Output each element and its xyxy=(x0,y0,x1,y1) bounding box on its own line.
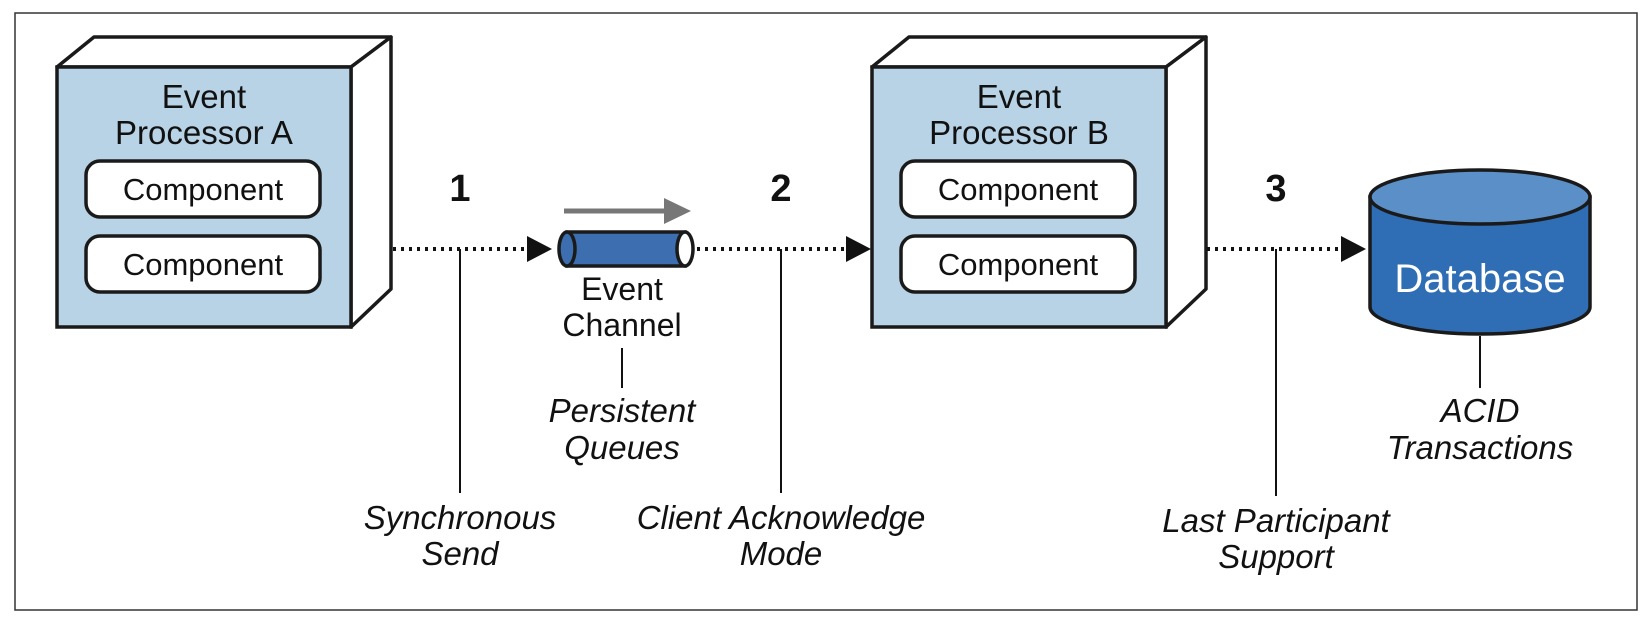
step-1-note-line2: Send xyxy=(421,535,500,572)
processor-b-title-line2: Processor B xyxy=(929,114,1109,151)
step-2-note-line2: Mode xyxy=(740,535,823,572)
step-2-arrowhead xyxy=(846,236,871,262)
database-label: Database xyxy=(1394,257,1565,301)
channel-note-line2: Queues xyxy=(564,429,680,466)
channel-label-line1: Event xyxy=(581,271,663,307)
processor-b-top-face xyxy=(870,35,1208,69)
processor-a-component-2-label: Component xyxy=(123,247,284,282)
database-note-line1: ACID xyxy=(1439,392,1520,429)
step-2: 2 Client Acknowledge Mode xyxy=(637,168,926,572)
processor-b-title-line1: Event xyxy=(977,78,1061,115)
processor-a-title-line1: Event xyxy=(162,78,246,115)
channel-pipe-body xyxy=(565,230,687,268)
event-processor-a: Event Processor A Component Component xyxy=(55,35,393,329)
channel-pipe-left-cap xyxy=(557,230,577,268)
processor-a-component-1 xyxy=(84,159,322,219)
processor-a-top-face xyxy=(55,35,393,69)
step-3-number: 3 xyxy=(1265,168,1286,210)
step-2-note-line1: Client Acknowledge xyxy=(637,499,926,536)
step-1-arrowhead xyxy=(527,236,552,262)
processor-b-component-1 xyxy=(899,159,1137,219)
step-1-note-line1: Synchronous xyxy=(364,499,557,536)
step-1-number: 1 xyxy=(449,168,470,210)
channel-label-line2: Channel xyxy=(562,307,681,343)
step-3: 3 Last Participant Support xyxy=(1162,168,1391,575)
processor-b-side-face xyxy=(1164,35,1208,329)
event-channel: Event Channel Persistent Queues xyxy=(549,198,698,466)
channel-pipe-right-cap xyxy=(675,230,695,268)
processor-b-component-2 xyxy=(899,234,1137,294)
processor-a-component-2 xyxy=(84,234,322,294)
step-1: 1 Synchronous Send xyxy=(364,168,557,572)
database-cylinder-top xyxy=(1368,168,1592,226)
event-processor-b: Event Processor B Component Component xyxy=(870,35,1208,329)
database-note-line2: Transactions xyxy=(1387,429,1573,466)
flow-direction-arrowhead xyxy=(664,198,691,224)
step-2-number: 2 xyxy=(770,168,791,210)
step-3-arrowhead xyxy=(1341,236,1366,262)
database-cylinder-body xyxy=(1368,195,1592,336)
processor-b-component-2-label: Component xyxy=(938,247,1099,282)
processor-a-side-face xyxy=(349,35,393,329)
processor-a-component-1-label: Component xyxy=(123,172,284,207)
processor-b-component-1-label: Component xyxy=(938,172,1099,207)
channel-note-line1: Persistent xyxy=(549,392,698,429)
step-3-note-line2: Support xyxy=(1218,538,1335,575)
processor-a-title-line2: Processor A xyxy=(115,114,293,151)
database: Database ACID Transactions xyxy=(1368,168,1592,466)
step-3-note-line1: Last Participant xyxy=(1162,502,1391,539)
